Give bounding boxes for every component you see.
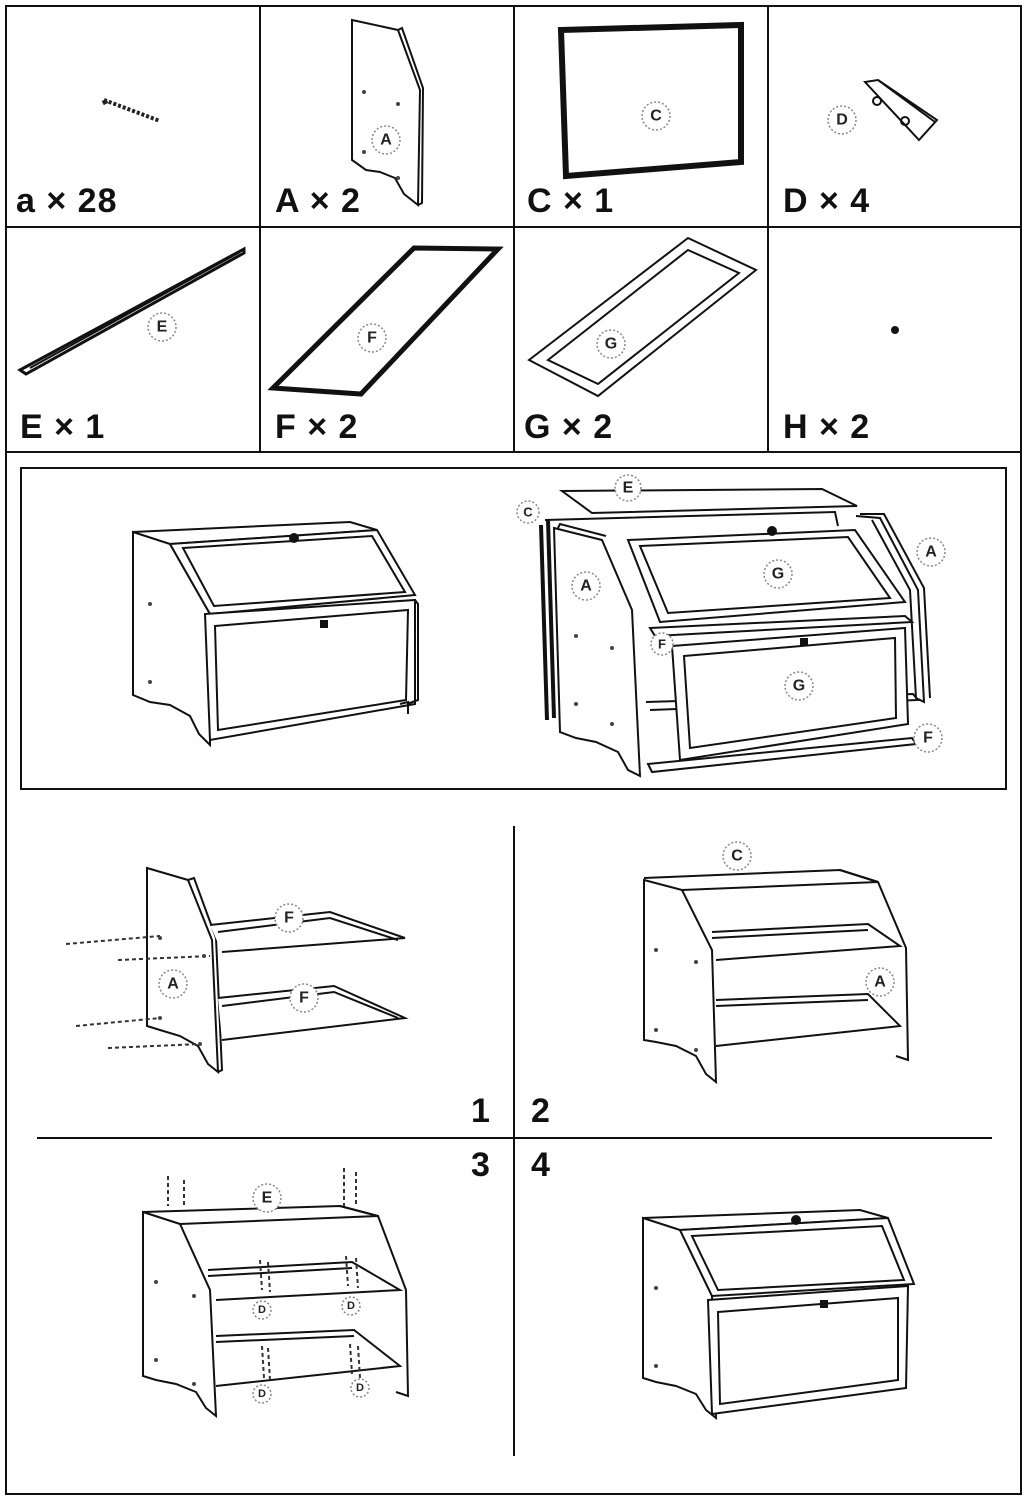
exploded-view-drawing: E C G A A F G F: [516, 474, 946, 778]
step1-callout-f1: F: [284, 910, 294, 927]
exploded-callout-a2: A: [925, 544, 937, 561]
door-part-drawing: G: [527, 236, 758, 398]
top-board-part-drawing: E: [17, 246, 246, 376]
step3-callout-e: E: [262, 1190, 273, 1207]
callout-G: G: [605, 336, 617, 353]
step-number-3: 3: [471, 1146, 490, 1184]
part-label-C: C × 1: [527, 182, 615, 220]
part-label-A: A × 2: [275, 182, 361, 220]
part-label-E: E × 1: [20, 408, 106, 446]
step2-callout-a: A: [874, 974, 886, 991]
step3-callout-d2: D: [347, 1300, 355, 1312]
step3-callout-d4: D: [356, 1382, 364, 1394]
step-2-drawing: C A: [643, 841, 910, 1085]
back-panel-part-drawing: C: [557, 21, 744, 180]
part-label-a: a × 28: [16, 182, 118, 220]
exploded-callout-a1: A: [580, 578, 592, 595]
step1-callout-f2: F: [299, 990, 309, 1007]
step-3-drawing: E D D D D: [142, 1168, 410, 1419]
knob-part-drawing: [891, 326, 899, 334]
step-number-1: 1: [471, 1092, 490, 1130]
part-label-H: H × 2: [783, 408, 871, 446]
callout-F: F: [367, 330, 377, 347]
shelf-part-drawing: F: [267, 245, 504, 397]
step1-callout-a: A: [167, 976, 179, 993]
step2-callout-c: C: [731, 848, 743, 865]
step-number-2: 2: [531, 1092, 550, 1130]
part-label-G: G × 2: [524, 408, 614, 446]
part-label-F: F × 2: [275, 408, 359, 446]
exploded-callout-g2: G: [793, 678, 805, 695]
step3-callout-d1: D: [258, 1304, 266, 1316]
assembled-cabinet-drawing: [132, 520, 419, 748]
exploded-callout-e: E: [623, 480, 634, 497]
step-4-drawing: [642, 1208, 916, 1421]
part-label-D: D × 4: [783, 182, 871, 220]
step-1-drawing: F F A: [65, 866, 409, 1075]
bracket-part-drawing: D: [827, 78, 939, 142]
callout-C: C: [650, 108, 662, 125]
overview-frame: [20, 467, 1007, 790]
side-panel-part-drawing: A: [351, 18, 425, 208]
step3-callout-d3: D: [258, 1388, 266, 1400]
exploded-callout-f1: F: [658, 637, 666, 652]
callout-D: D: [836, 112, 848, 129]
exploded-callout-c: C: [523, 505, 533, 520]
screw-part-drawing: [101, 98, 161, 123]
callout-E: E: [157, 319, 168, 336]
parts-grid: [5, 5, 1022, 1495]
callout-A: A: [380, 132, 392, 149]
step-number-4: 4: [531, 1146, 550, 1184]
exploded-callout-f2: F: [923, 730, 933, 747]
exploded-callout-g1: G: [772, 566, 784, 583]
